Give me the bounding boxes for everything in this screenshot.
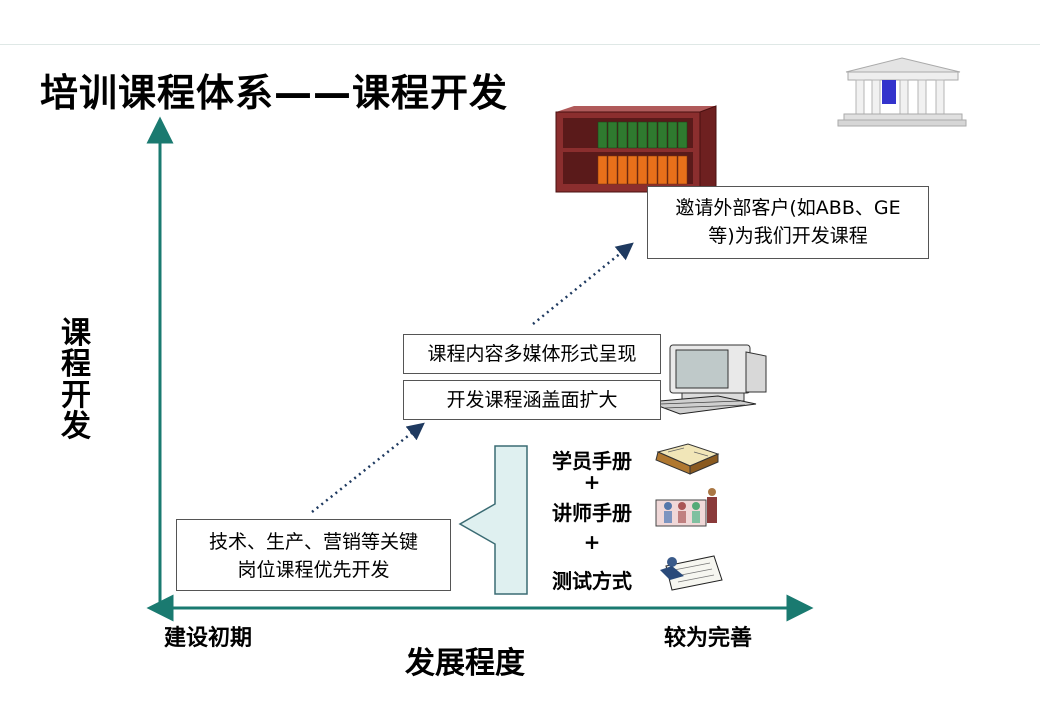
book-icon — [655, 443, 720, 475]
bookshelf-icon — [555, 105, 717, 193]
stage-advanced-line1: 邀请外部客户(如ABB、GE — [675, 197, 901, 219]
y-axis-label: 课 程 开 发 — [56, 318, 96, 442]
y-axis-label-char: 发 — [61, 409, 91, 444]
building-icon — [837, 57, 967, 127]
course-kit-plus: + — [583, 470, 601, 494]
x-axis-end-label: 较为完善 — [664, 626, 753, 651]
test-icon — [660, 555, 723, 591]
stage-middle-item1-box: 课程内容多媒体形式呈现 — [403, 334, 661, 374]
header-divider — [0, 44, 1040, 45]
stage-advanced-box: 邀请外部客户(如ABB、GE 等)为我们开发课程 — [647, 186, 929, 259]
course-kit-item-student-manual: 学员手册 — [552, 449, 632, 473]
y-axis-label-char: 课 — [61, 316, 91, 351]
course-kit-plus: + — [583, 530, 601, 554]
x-axis-title: 发展程度 — [405, 646, 525, 681]
progress-arrow-2 — [532, 242, 634, 325]
course-kit-bracket — [458, 445, 528, 595]
page-title: 培训课程体系——课程开发 — [40, 71, 509, 115]
stage-middle-item2-box: 开发课程涵盖面扩大 — [403, 380, 661, 420]
stage-advanced-line2: 等)为我们开发课程 — [708, 225, 868, 247]
course-kit-item-test-method: 测试方式 — [552, 569, 632, 593]
progress-arrow-1 — [311, 422, 425, 513]
computer-icon — [647, 344, 767, 415]
stage-initial-line2: 岗位课程优先开发 — [237, 559, 390, 581]
x-axis-start-label: 建设初期 — [164, 626, 253, 651]
y-axis-label-char: 程 — [61, 347, 91, 382]
y-axis-label-char: 开 — [61, 378, 91, 413]
classroom-icon — [655, 488, 717, 527]
course-kit-item-trainer-manual: 讲师手册 — [552, 501, 632, 525]
stage-initial-box: 技术、生产、营销等关键 岗位课程优先开发 — [176, 519, 451, 591]
stage-initial-line1: 技术、生产、营销等关键 — [208, 531, 418, 553]
